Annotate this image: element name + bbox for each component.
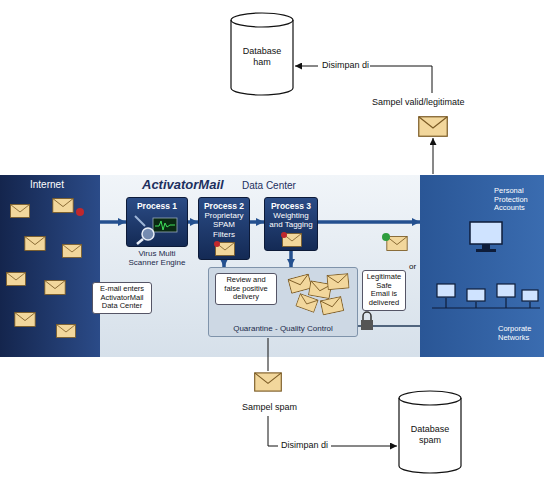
annotation-label: Disimpan di [281, 440, 328, 450]
envelope-icon [213, 241, 235, 256]
flow-arrow [318, 220, 420, 224]
annotation-label: Disimpan di [322, 60, 369, 70]
scanner-icon [127, 212, 187, 246]
process-text: Weighting and Tagging [267, 211, 315, 229]
callout-box: E-mail enters ActivatorMail Data Center [92, 282, 152, 314]
panel-label: ActivatorMail [142, 177, 224, 192]
panel-label: Personal Protection Accounts [494, 187, 538, 213]
flow-arrow [250, 220, 264, 224]
callout-text: Review and false positive delivery [215, 273, 277, 305]
process-text: Proprietary SPAM Filters [201, 211, 247, 239]
quarantine-box: Review and false positive deliveryQuaran… [208, 267, 358, 337]
database-cylinder: Database spam [398, 390, 462, 474]
callout-box: Legitimate Safe Email is delivered [362, 270, 406, 311]
legitimate-envelope-icon [382, 233, 407, 250]
database-label: Database ham [230, 40, 294, 68]
sample-spam-envelope [255, 373, 282, 391]
database-label: Database spam [398, 418, 462, 446]
internet-panel [0, 175, 100, 357]
process-box: Process 1 [126, 197, 188, 247]
monitor-icon [470, 222, 502, 252]
flow-arrow [222, 260, 226, 267]
panel: Internet [0, 175, 100, 357]
process-caption: Virus Multi Scanner Engine [126, 249, 188, 267]
panel-label: Internet [30, 179, 64, 190]
process-box: Process 3Weighting and Tagging [264, 197, 318, 251]
database-cylinder: Database ham [230, 12, 294, 96]
panel-label: Data Center [242, 180, 296, 191]
leader-lines [268, 66, 433, 446]
process-title: Process 3 [267, 201, 315, 211]
annotation-label: Sampel spam [242, 402, 297, 412]
data-center-panel [100, 175, 420, 357]
sample-legitimate-envelope [419, 117, 448, 137]
process-title: Process 1 [127, 201, 187, 211]
annotation-label: Sampel valid/legitimate [372, 97, 465, 107]
flow-arrow [100, 220, 126, 224]
panel: Personal Protection AccountsCorporate Ne… [420, 175, 544, 357]
process-title: Process 2 [201, 201, 247, 211]
callout-text: Legitimate Safe Email is delivered [366, 273, 402, 308]
callout-text: E-mail enters ActivatorMail Data Center [96, 285, 148, 311]
panel: ActivatorMail Data CenterProcess 1 Virus M… [100, 175, 420, 357]
process-box: Process 1 Virus Multi Scanner Engine [126, 197, 188, 267]
process-box: Process 2Proprietary SPAM Filters [198, 197, 250, 260]
flow-arrow [188, 220, 198, 224]
flow-arrow [289, 251, 293, 267]
network-icon [432, 284, 540, 308]
annotation-label: or [409, 262, 416, 271]
panel-label: Corporate Networks [498, 325, 540, 342]
lock-icon [361, 312, 373, 330]
internet-envelopes [7, 199, 85, 338]
envelope-icon [280, 232, 302, 247]
accounts-panel [420, 175, 544, 357]
quarantine-label: Quarantine - Quality Control [233, 324, 333, 333]
